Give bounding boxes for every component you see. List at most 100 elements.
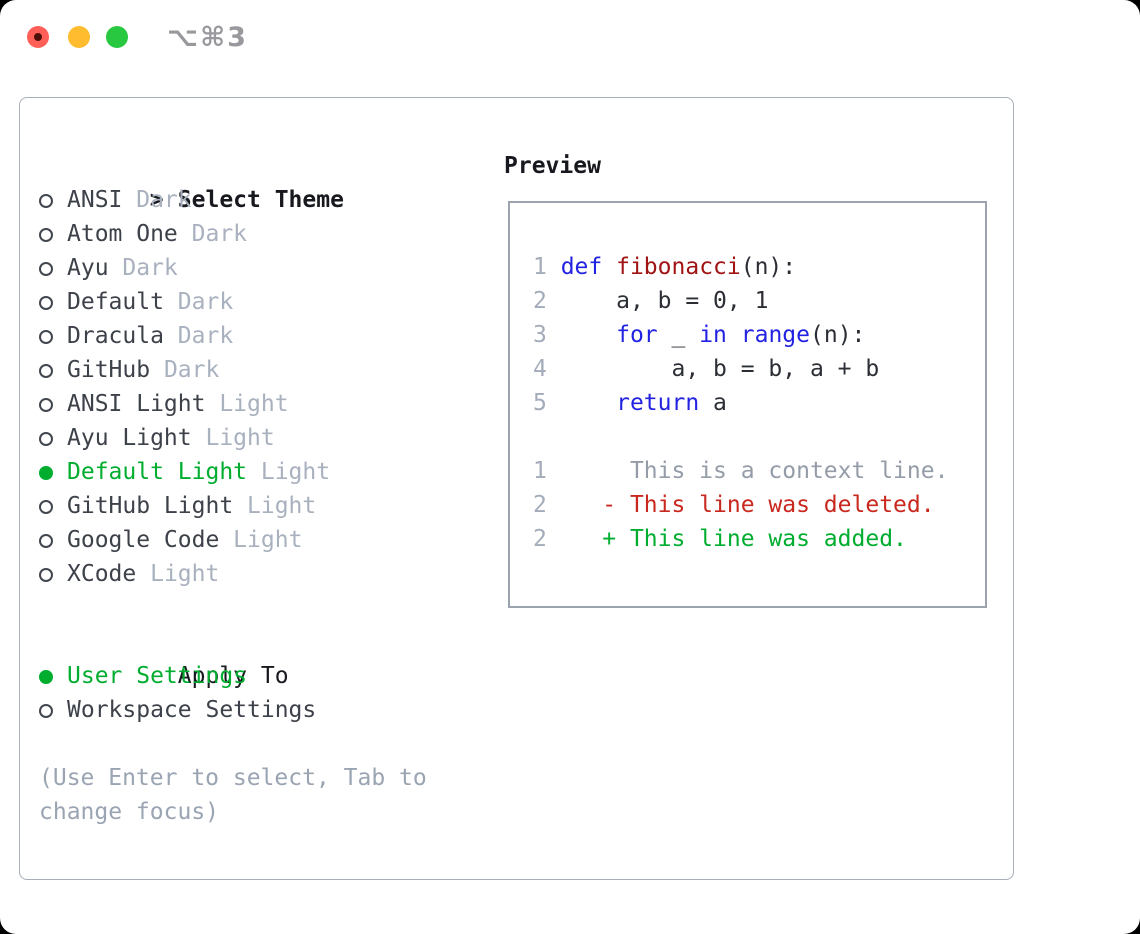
theme-name: ANSI Light	[67, 391, 206, 417]
code-line: 3 for _ in range(n):	[533, 318, 985, 352]
radio-selected-icon	[39, 670, 53, 684]
radio-icon	[39, 398, 53, 412]
theme-name: XCode	[67, 561, 137, 587]
theme-variant: Light	[191, 425, 275, 451]
radio-icon	[39, 500, 53, 514]
select-theme-header-row: >Select Theme	[39, 149, 427, 213]
theme-option-github[interactable]: GitHub Dark	[39, 353, 427, 387]
code-token-kw: return	[616, 390, 700, 416]
marker	[39, 421, 67, 455]
titlebar: ⌥⌘3	[0, 0, 1140, 76]
code-line: 1 def fibonacci(n):	[533, 250, 985, 284]
theme-name: Default	[67, 289, 164, 315]
code-token-plain: _	[657, 322, 700, 348]
code-token-plain	[602, 254, 616, 280]
code-line: 2 a, b = 0, 1	[533, 284, 985, 318]
radio-icon	[39, 330, 53, 344]
code-token-plain	[561, 526, 603, 552]
marker	[39, 285, 67, 319]
line-number: 2	[533, 288, 561, 314]
theme-variant: Dark	[150, 357, 220, 383]
marker	[39, 319, 67, 353]
code-line: 1 This is a context line.	[533, 454, 985, 488]
line-number: 2	[533, 492, 561, 518]
theme-variant: Dark	[163, 323, 234, 349]
theme-option-ayu-light[interactable]: Ayu Light Light	[39, 421, 427, 455]
code-line: 4 a, b = b, a + b	[533, 352, 985, 386]
code-line: 2 + This line was added.	[533, 522, 985, 556]
marker	[39, 557, 67, 591]
radio-icon	[39, 228, 53, 242]
radio-icon	[39, 262, 53, 276]
theme-variant: Dark	[122, 187, 192, 213]
theme-option-default[interactable]: Default Dark	[39, 285, 427, 319]
minimize-button[interactable]	[68, 26, 90, 48]
theme-name: Google Code	[67, 527, 220, 553]
line-number: 2	[533, 526, 561, 552]
radio-icon	[39, 432, 53, 446]
line-number: 5	[533, 390, 561, 416]
theme-option-google-code[interactable]: Google Code Light	[39, 523, 427, 557]
code-token-kw: in	[699, 322, 727, 348]
marker	[39, 693, 67, 727]
preview-title: Preview	[504, 153, 601, 179]
theme-name: Ayu	[67, 255, 109, 281]
hint-text: (Use Enter to select, Tab to change focu…	[39, 761, 427, 829]
hint-line-1: (Use Enter to select, Tab to	[39, 765, 427, 791]
radio-icon	[39, 534, 53, 548]
line-number: 3	[533, 322, 561, 348]
modified-dot-icon	[34, 33, 42, 41]
theme-variant: Dark	[177, 221, 248, 247]
theme-name: ANSI	[67, 187, 123, 213]
theme-name: GitHub	[67, 357, 151, 383]
marker	[39, 217, 67, 251]
theme-option-github-light[interactable]: GitHub Light Light	[39, 489, 427, 523]
theme-variant: Dark	[163, 289, 234, 315]
code-token-plain	[561, 492, 603, 518]
theme-option-xcode[interactable]: XCode Light	[39, 557, 427, 591]
marker	[39, 489, 67, 523]
theme-option-ansi-light[interactable]: ANSI Light Light	[39, 387, 427, 421]
code-line	[533, 420, 985, 454]
marker	[39, 251, 67, 285]
spacer	[39, 727, 427, 761]
radio-icon	[39, 568, 53, 582]
code-token-kw: for	[616, 322, 658, 348]
theme-option-ayu[interactable]: Ayu Dark	[39, 251, 427, 285]
radio-icon	[39, 194, 53, 208]
theme-option-default-light[interactable]: Default Light Light	[39, 455, 427, 489]
theme-name: GitHub Light	[67, 493, 234, 519]
theme-option-ansi[interactable]: ANSI Dark	[39, 183, 427, 217]
radio-icon	[39, 704, 53, 718]
code-token-plain: a, b = 0, 1	[560, 288, 769, 314]
code-token-kw: def	[560, 254, 603, 280]
code-token-plain	[561, 390, 616, 416]
theme-option-dracula[interactable]: Dracula Dark	[39, 319, 427, 353]
apply-option-label: User Settings	[67, 663, 248, 689]
marker	[39, 387, 67, 421]
marker	[39, 455, 67, 489]
apply-option-user-settings[interactable]: User Settings	[39, 659, 427, 693]
theme-variant: Light	[233, 493, 317, 519]
radio-icon	[39, 296, 53, 310]
apply-option-workspace-settings[interactable]: Workspace Settings	[39, 693, 427, 727]
code-token-kw: range	[740, 322, 810, 348]
code-token-plain: a, b = b, a + b	[560, 356, 880, 382]
close-button[interactable]	[27, 26, 49, 48]
theme-variant: Dark	[108, 255, 178, 281]
theme-option-atom-one[interactable]: Atom One Dark	[39, 217, 427, 251]
radio-selected-icon	[39, 466, 53, 480]
code-token-del: - This line was deleted.	[602, 492, 935, 518]
radio-icon	[39, 364, 53, 378]
code-token-plain	[727, 322, 741, 348]
code-token-fn: fibonacci	[616, 254, 741, 280]
fullscreen-button[interactable]	[106, 26, 128, 48]
line-number: 1	[533, 458, 561, 484]
apply-to-title: Apply To	[177, 663, 289, 689]
